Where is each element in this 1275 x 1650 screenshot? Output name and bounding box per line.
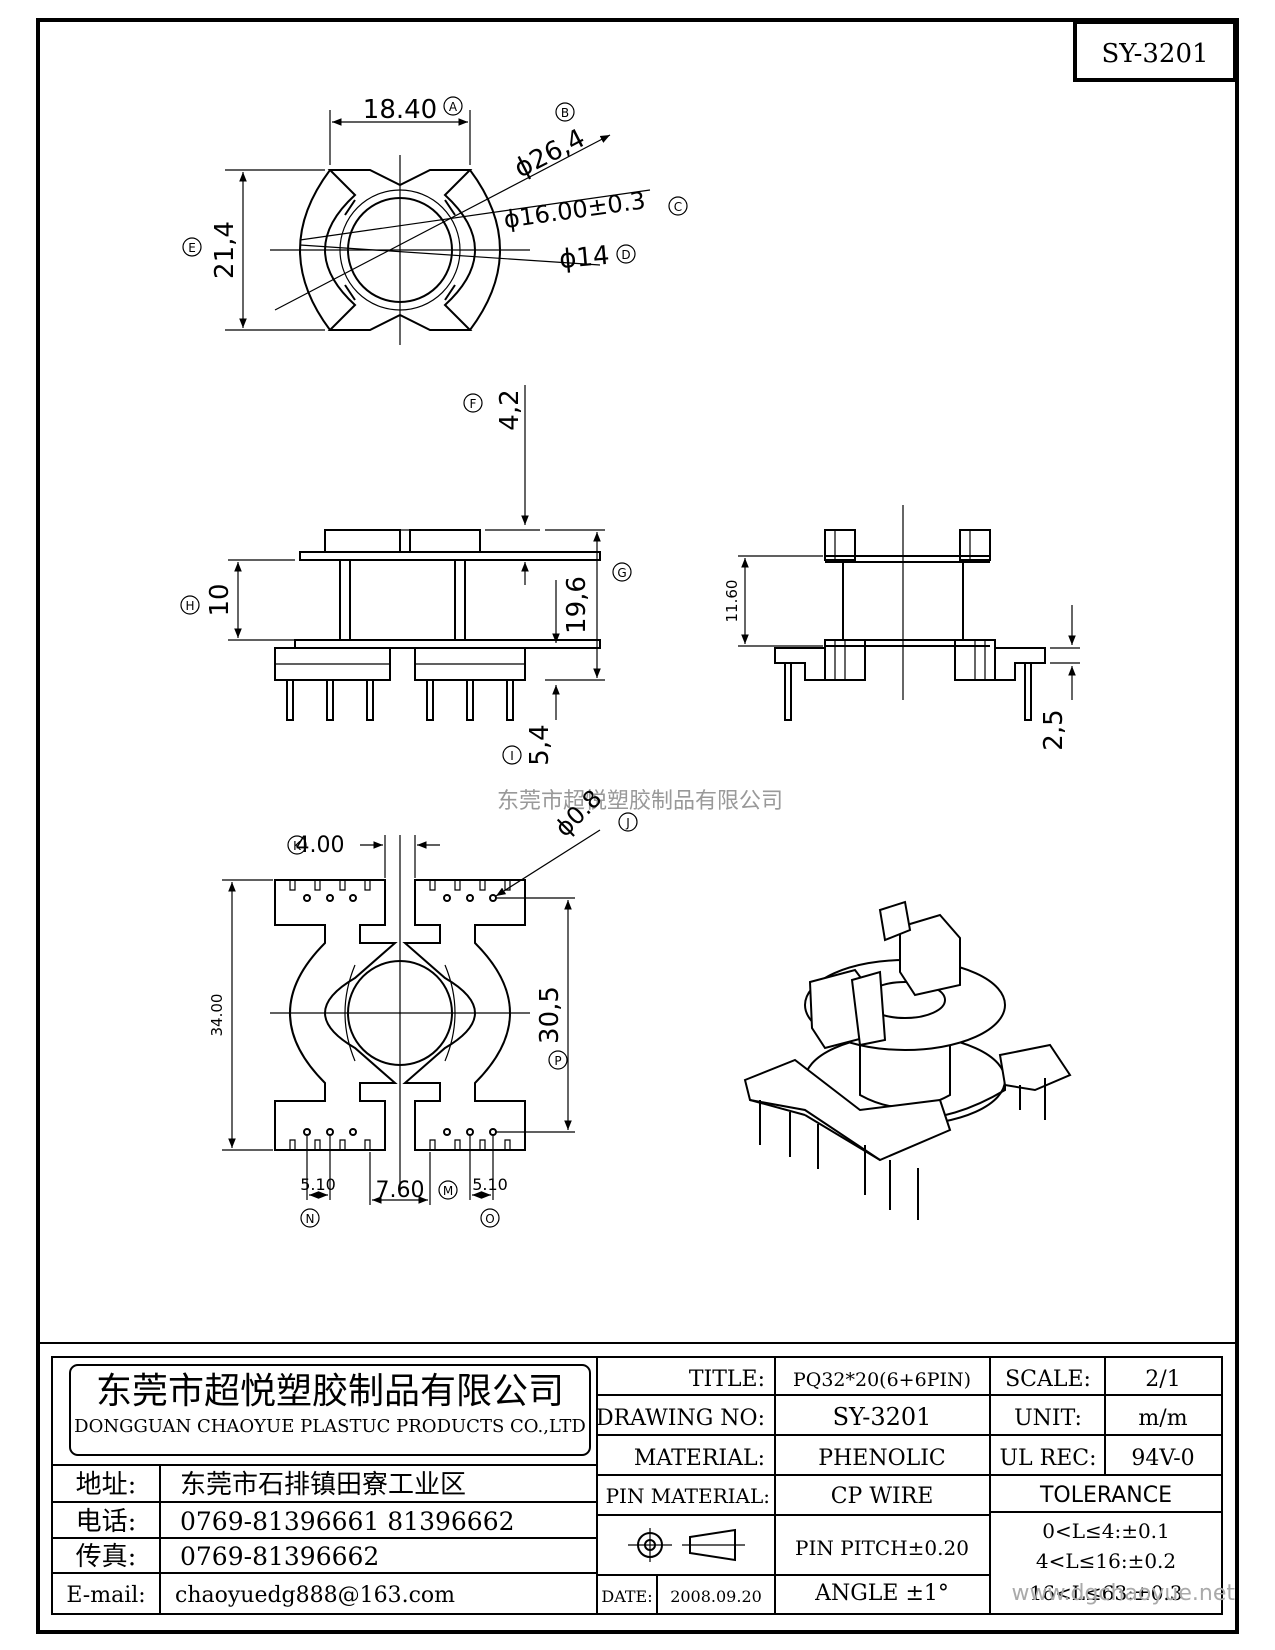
email-label: E-mail: [66,1583,145,1608]
material-value: PHENOLIC [818,1446,945,1471]
scale-label: SCALE: [1005,1367,1091,1392]
address-label: 地址: [76,1470,137,1500]
label-b: B [555,102,575,122]
projection-symbol-icon [628,1528,745,1562]
drawing-id-box: SY-3201 [1073,20,1237,82]
dim-4-00: 4.00 [296,833,345,858]
date-label: DATE: [601,1587,652,1606]
svg-text:F: F [470,397,477,411]
date-value: 2008.09.20 [670,1587,762,1606]
fax-value: 0769-81396662 [180,1542,379,1571]
front-view [228,385,605,721]
dim-26-4: ϕ26,4 [510,123,590,184]
title-value: PQ32*20(6+6PIN) [793,1369,971,1391]
dim-2-5: 2,5 [1039,709,1069,750]
label-a: A [443,96,463,116]
material-label: MATERIAL: [634,1446,765,1471]
company-name-en: DONGGUAN CHAOYUE PLASTUC PRODUCTS CO.,LT… [74,1416,586,1437]
site-watermark: www.dgchaoyue.net [1012,1581,1236,1606]
dim-5-10-right: 5.10 [472,1175,508,1194]
outer-border [36,18,1239,1634]
svg-text:D: D [621,248,630,262]
dim-4-2: 4,2 [495,389,525,430]
svg-text:O: O [485,1212,494,1226]
svg-text:C: C [674,200,682,214]
dim-11-60: 11.60 [723,580,741,623]
svg-text:J: J [625,816,630,830]
dim-18-40: 18.40 [363,95,437,125]
dim-14: ϕ14 [558,241,611,275]
drawing-id: SY-3201 [1101,39,1208,69]
label-f: F [463,393,483,413]
tolerance-3: 16<L≤63:±0.3 [1030,1581,1183,1605]
svg-text:A: A [449,100,458,114]
label-p: P [548,1050,568,1070]
label-g: G [612,562,632,582]
label-h: H [180,595,200,615]
svg-text:P: P [554,1054,561,1068]
svg-text:E: E [188,241,196,255]
label-j: J [618,812,638,832]
dim-21-4: 21,4 [210,221,240,279]
label-c: C [668,196,688,216]
dim-7-60: 7.60 [376,1178,425,1203]
tolerance-label: TOLERANCE [1039,1483,1172,1508]
pin-material-label: PIN MATERIAL: [606,1484,770,1508]
dim-16-00: ϕ16.00±0.3 [502,186,647,234]
right-side-view [738,505,1080,721]
svg-text:G: G [617,566,626,580]
angle: ANGLE ±1° [814,1581,949,1606]
label-i: I [502,745,522,765]
pin-material-value: CP WIRE [831,1484,934,1509]
label-k: K [287,835,307,855]
unit-label: UNIT: [1014,1406,1082,1431]
dim-5-10-left: 5.10 [300,1175,336,1194]
dim-5-4: 5,4 [525,724,555,765]
svg-text:H: H [185,599,194,613]
dim-30-5: 30,5 [535,986,565,1044]
isometric-view [743,900,1072,1220]
drawing-no-value: SY-3201 [833,1403,932,1431]
scale-value: 2/1 [1145,1367,1180,1392]
fax-label: 传真: [76,1542,137,1572]
email-value: chaoyuedg888@163.com [175,1583,455,1608]
svg-text:N: N [306,1212,315,1226]
phone-value: 0769-81396661 81396662 [180,1507,515,1536]
tolerance-1: 0<L≤4:±0.1 [1042,1519,1170,1543]
title-label: TITLE: [689,1367,765,1392]
svg-text:I: I [510,749,514,763]
label-e: E [182,237,202,257]
dim-34-00: 34.00 [208,994,226,1037]
tolerance-2: 4<L≤16:±0.2 [1036,1549,1176,1573]
svg-text:M: M [443,1184,453,1198]
svg-text:K: K [293,839,302,853]
title-block [51,1356,1223,1615]
drawing-no-label: DRAWING NO: [596,1406,765,1431]
company-name-cn: 东莞市超悦塑胶制品有限公司 [96,1371,564,1412]
pin-pitch: PIN PITCH±0.20 [795,1536,969,1560]
bottom-view [222,829,601,1205]
phone-label: 电话: [76,1507,137,1537]
dim-19-6: 19,6 [562,576,592,634]
top-view [225,110,651,345]
label-n: N [300,1208,320,1228]
label-o: O [480,1208,500,1228]
ul-label: UL REC: [999,1446,1096,1471]
address-value: 东莞市石排镇田寮工业区 [180,1470,466,1500]
label-d: D [616,244,636,264]
svg-text:B: B [561,106,569,120]
dim-10: 10 [205,583,235,616]
label-m: M [438,1180,458,1200]
watermark-company: 东莞市超悦塑胶制品有限公司 [497,789,783,814]
ul-value: 94V-0 [1131,1446,1194,1471]
unit-value: m/m [1138,1406,1187,1431]
